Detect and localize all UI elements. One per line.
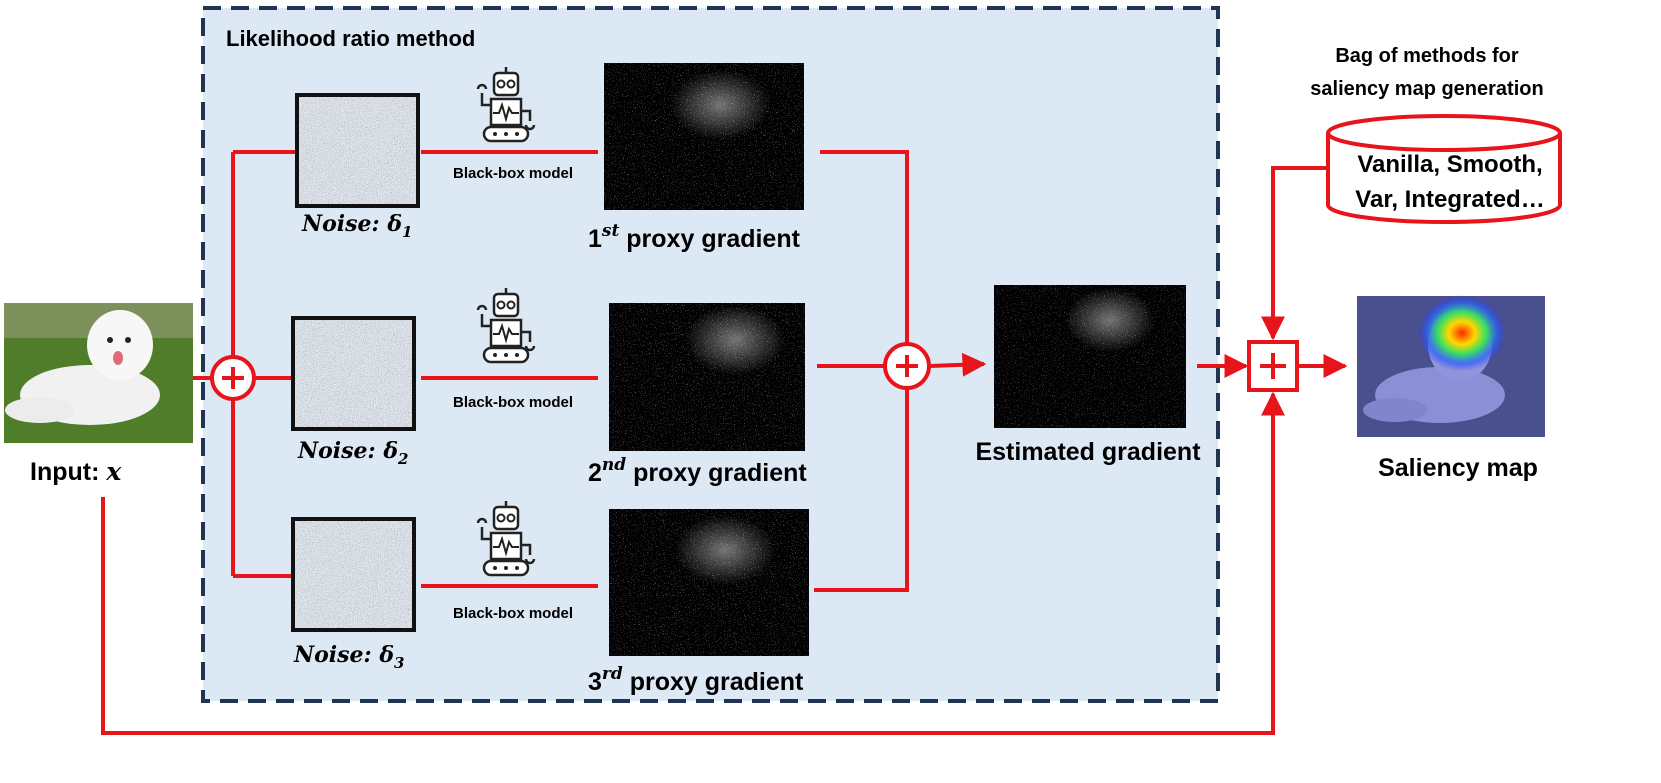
noise-label-2: Noise: δ2 <box>297 438 408 468</box>
proxy-label-2: 2nd proxy gradient <box>588 455 807 487</box>
noise-image-1 <box>295 93 420 208</box>
noise-image-2 <box>291 316 416 431</box>
database-cylinder <box>1326 114 1562 224</box>
proxy-gradient-image-3 <box>609 509 809 656</box>
model-label-2: Black-box model <box>453 394 573 411</box>
estimated-gradient-label: Estimated gradient <box>975 438 1201 466</box>
estimated-gradient-image <box>994 285 1186 428</box>
plus-icon <box>883 342 931 390</box>
noise-label-3: Noise: δ3 <box>293 642 404 672</box>
bag-methods-line1: Vanilla, Smooth, <box>1357 151 1542 178</box>
bag-title-line1: Bag of methods for <box>1335 45 1519 67</box>
noise-label-1: Noise: δ1 <box>301 211 412 241</box>
panel-title: Likelihood ratio method <box>226 26 475 51</box>
saliency-map-label: Saliency map <box>1378 454 1538 482</box>
noise-image-3 <box>291 517 416 632</box>
plus-icon <box>1247 340 1299 392</box>
input-image <box>4 303 193 443</box>
bag-title-line2: saliency map generation <box>1310 78 1543 100</box>
proxy-label-3: 3rd proxy gradient <box>588 664 804 696</box>
proxy-gradient-image-2 <box>609 303 805 451</box>
proxy-gradient-image-1 <box>604 63 804 210</box>
flow-lines <box>101 150 1348 735</box>
model-label-3: Black-box model <box>453 605 573 622</box>
proxy-label-1: 1st proxy gradient <box>588 221 801 253</box>
model-label-1: Black-box model <box>453 165 573 182</box>
plus-icon <box>210 355 256 401</box>
bag-methods-line2: Var, Integrated… <box>1355 186 1544 213</box>
saliency-map-image <box>1357 295 1545 437</box>
input-label: Input: x <box>30 457 122 486</box>
